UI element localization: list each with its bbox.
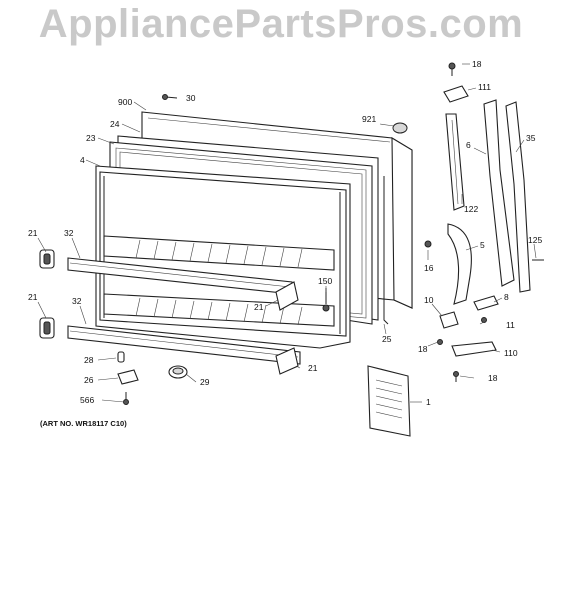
plug-button-921	[392, 122, 408, 134]
handle-trim-35	[505, 101, 531, 293]
handle-trim-6	[483, 99, 515, 287]
callout-566: 566	[80, 395, 94, 405]
callout-21-upper-left: 21	[28, 228, 38, 238]
screw-11	[481, 317, 487, 323]
screw-30	[162, 94, 178, 100]
screw-18-bottom	[453, 371, 459, 382]
callout-28: 28	[84, 355, 94, 365]
callout-900: 900	[118, 97, 132, 107]
callout-8: 8	[504, 292, 509, 302]
watermark-text: AppliancePartsPros.com	[38, 2, 524, 46]
callout-122: 122	[464, 204, 478, 214]
callout-25: 25	[382, 334, 392, 344]
callout-21-lower-right: 21	[308, 363, 318, 373]
end-cap-upper-right	[275, 281, 299, 311]
callout-111: 111	[478, 82, 491, 92]
plug-28	[117, 351, 125, 363]
hinge-110	[451, 341, 497, 357]
callout-18-top: 18	[472, 59, 482, 69]
callout-5: 5	[480, 240, 485, 250]
callout-11: 11	[506, 320, 515, 330]
hinge-cap-111	[443, 85, 469, 103]
callout-32-upper: 32	[64, 228, 74, 238]
callout-26: 26	[84, 375, 94, 385]
callout-110: 110	[504, 348, 518, 358]
bracket-26	[117, 369, 139, 385]
callout-35: 35	[526, 133, 536, 143]
bracket-8	[473, 295, 499, 311]
door-handle-5	[447, 223, 472, 305]
hinge-bracket-122	[445, 113, 465, 211]
callout-150: 150	[318, 276, 332, 286]
end-cap-lower-left	[39, 317, 55, 339]
screw-18-mid	[437, 339, 443, 345]
callout-21-lower-left: 21	[28, 292, 38, 302]
callout-23: 23	[86, 133, 96, 143]
screw-566	[123, 392, 129, 405]
screw-18-top	[448, 62, 456, 76]
callout-32-lower: 32	[72, 296, 82, 306]
hinge-10	[439, 311, 459, 329]
shelf-bar-lower	[67, 325, 301, 365]
art-number: (ART NO. WR18117 C10)	[40, 419, 127, 428]
callout-29: 29	[200, 377, 210, 387]
callout-30: 30	[186, 93, 196, 103]
callout-16: 16	[424, 263, 434, 273]
screw-16	[424, 240, 432, 248]
gasket-strip-25	[383, 176, 389, 325]
leader-lines	[37, 63, 537, 403]
callout-21-upper-right: 21	[254, 302, 264, 312]
callout-1: 1	[426, 397, 431, 407]
end-cap-upper-left	[39, 249, 55, 269]
callout-6: 6	[466, 140, 471, 150]
callout-921: 921	[362, 114, 376, 124]
stop-29	[168, 365, 188, 379]
door-liner	[95, 165, 351, 349]
literature-booklet-1	[367, 365, 411, 437]
end-cap-lower-right	[275, 347, 299, 375]
callout-4: 4	[80, 155, 85, 165]
callout-18-mid: 18	[418, 344, 428, 354]
callout-labels: 900 30 24 23 4 921 18 111 6 35 122 21 32…	[28, 59, 542, 407]
callout-125: 125	[528, 235, 542, 245]
callout-10: 10	[424, 295, 434, 305]
callout-18-bottom: 18	[488, 373, 498, 383]
callout-24: 24	[110, 119, 120, 129]
